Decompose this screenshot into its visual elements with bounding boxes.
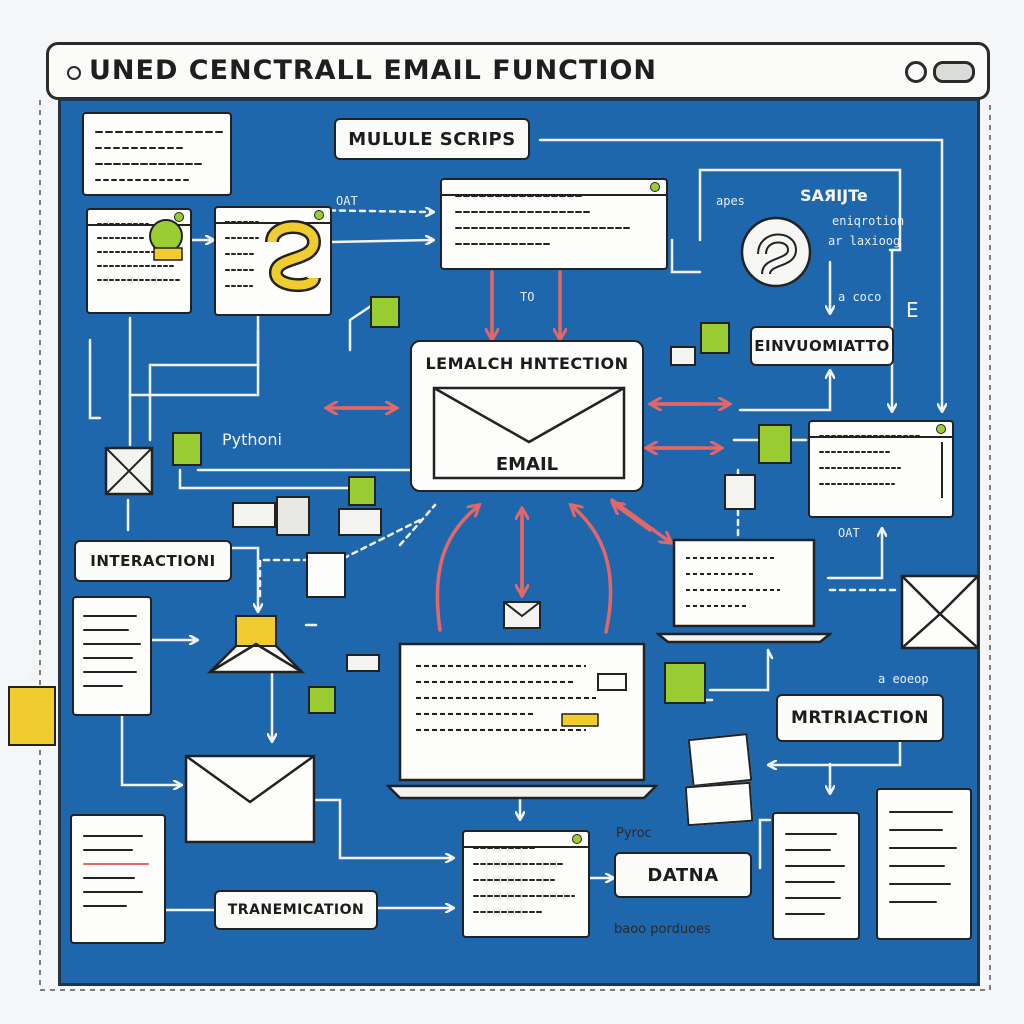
sticky-note-icon <box>700 322 730 354</box>
document-icon <box>232 502 276 528</box>
extraction-label: MRTRIACTION <box>776 694 944 742</box>
sticky-note-icon <box>664 662 706 704</box>
code-snippet-card <box>82 112 232 196</box>
envelope-icon <box>104 446 154 496</box>
window-title-bar: UNED CENCTRALL EMAIL FUNCTION <box>46 42 990 100</box>
sticky-note-icon <box>172 432 202 466</box>
annotation-baoo: baoo porduoes <box>614 922 711 937</box>
sticky-note-icon <box>758 424 792 464</box>
document-icon <box>876 788 972 940</box>
text-lines-icon <box>889 811 957 903</box>
stacked-card-icon <box>687 732 753 788</box>
code-window-left <box>86 208 192 314</box>
python-logo-icon <box>225 220 322 292</box>
sandbox-annotation: ar laxioog <box>828 234 901 248</box>
sticky-note-icon <box>348 476 376 506</box>
sticky-note-icon <box>308 686 336 714</box>
python-logo-icon <box>740 216 812 288</box>
code-lines-icon <box>95 131 223 181</box>
laptop-icon <box>386 642 658 800</box>
central-email-node: LEMALCH HNTECTION EMAIL <box>410 340 644 492</box>
document-icon <box>670 346 696 366</box>
transmission-code-window <box>462 830 590 938</box>
annotation-apes: apes <box>716 194 745 208</box>
environment-code-window <box>808 420 954 518</box>
annotation-to: TO <box>520 290 535 304</box>
text-lines-icon <box>785 833 845 915</box>
document-icon <box>346 654 380 672</box>
python-code-window <box>214 206 332 316</box>
module-code-window <box>440 178 668 270</box>
document-icon <box>306 552 346 598</box>
document-icon <box>72 596 152 716</box>
laptop-icon <box>656 538 832 644</box>
central-email-heading: LEMALCH HNTECTION <box>425 354 629 373</box>
sticky-note-icon <box>8 686 56 746</box>
annotation-e: E <box>906 298 919 322</box>
document-icon <box>338 508 382 536</box>
envelope-icon <box>503 601 541 629</box>
environment-label: EINVUOMIATTO <box>750 326 894 366</box>
annotation-pyroc: Pyroc <box>616 826 652 841</box>
python-annotation: Pythoni <box>222 430 282 449</box>
stacked-card-icon <box>684 781 754 827</box>
document-icon <box>70 814 166 944</box>
document-icon <box>772 812 860 940</box>
annotation-code: a eoeop <box>878 672 929 686</box>
code-lines-icon <box>455 195 633 245</box>
code-lines-icon <box>473 847 575 913</box>
title-bullet-icon <box>67 66 81 80</box>
module-scripts-label: MULULE SCRIPS <box>334 118 530 160</box>
document-icon <box>724 474 756 510</box>
envelope-icon <box>432 386 626 480</box>
interaction-label: INTERACTIONI <box>74 540 232 582</box>
transmission-label: TRANEMICATION <box>214 890 378 930</box>
data-label: DATNA <box>614 852 752 898</box>
window-circle-button[interactable] <box>905 61 927 83</box>
annotation-oat: OAT <box>838 526 860 540</box>
window-pill-button[interactable] <box>933 61 975 83</box>
code-lines-icon <box>819 435 943 498</box>
envelope-icon <box>184 754 316 844</box>
sticky-note-icon <box>370 296 400 328</box>
open-envelope-icon <box>206 615 306 674</box>
annotation-code: a coco <box>838 290 882 304</box>
envelope-icon <box>900 574 980 650</box>
window-title: UNED CENCTRALL EMAIL FUNCTION <box>89 55 658 86</box>
text-lines-icon <box>83 835 149 907</box>
code-lines-icon <box>97 219 183 281</box>
central-email-label: EMAIL <box>495 454 559 475</box>
sandbox-annotation: SAЯIJTe <box>800 186 868 205</box>
annotation-oat: OAT <box>336 194 358 208</box>
server-icon <box>276 496 310 536</box>
sandbox-annotation: eniqrotion <box>832 214 905 228</box>
text-lines-icon <box>83 615 141 687</box>
